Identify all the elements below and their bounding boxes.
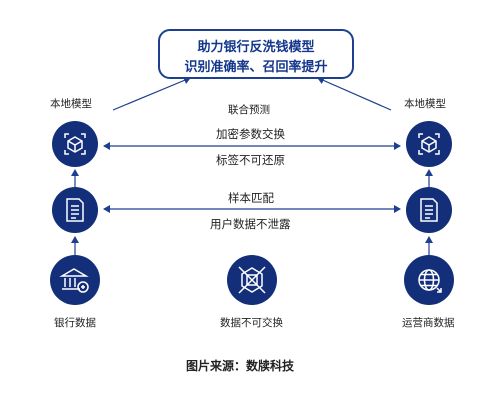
no-exchange-circle [227, 255, 277, 305]
right-model-circle [406, 121, 452, 167]
image-source-caption: 图片来源：数牍科技 [186, 359, 295, 373]
bank-data-label: 银行数据 [54, 317, 96, 329]
right-to-title-arrow [317, 76, 392, 111]
title-box: 助力银行反洗钱模型 识别准确率、召回率提升 [158, 29, 354, 79]
left-to-title-arrow [112, 76, 191, 111]
document-icon [66, 198, 84, 222]
cube-frame-icon [418, 133, 440, 155]
param-exchange-label: 加密参数交换 [216, 127, 285, 141]
label-irreversible-label: 标签不可还原 [216, 153, 285, 167]
globe-exchange-icon [418, 269, 442, 293]
title-line-1: 助力银行反洗钱模型 [197, 40, 315, 55]
operator-data-circle [404, 255, 454, 305]
no-exchange-label: 数据不可交换 [220, 317, 283, 329]
joint-prediction-label: 联合预测 [228, 104, 270, 116]
left-model-label: 本地模型 [50, 98, 92, 110]
right-document-circle [406, 187, 452, 233]
sample-match-label: 样本匹配 [228, 191, 274, 205]
bank-icon [59, 268, 89, 293]
crossed-exchange-icon [238, 266, 266, 294]
operator-data-label: 运营商数据 [402, 317, 455, 329]
right-model-label: 本地模型 [404, 98, 446, 110]
left-model-circle [52, 121, 98, 167]
bank-data-circle [50, 255, 100, 305]
data-no-leak-label: 用户数据不泄露 [210, 217, 291, 231]
left-document-circle [52, 187, 98, 233]
document-icon [420, 198, 438, 222]
cube-frame-icon [64, 133, 86, 155]
title-line-2: 识别准确率、召回率提升 [184, 60, 328, 75]
